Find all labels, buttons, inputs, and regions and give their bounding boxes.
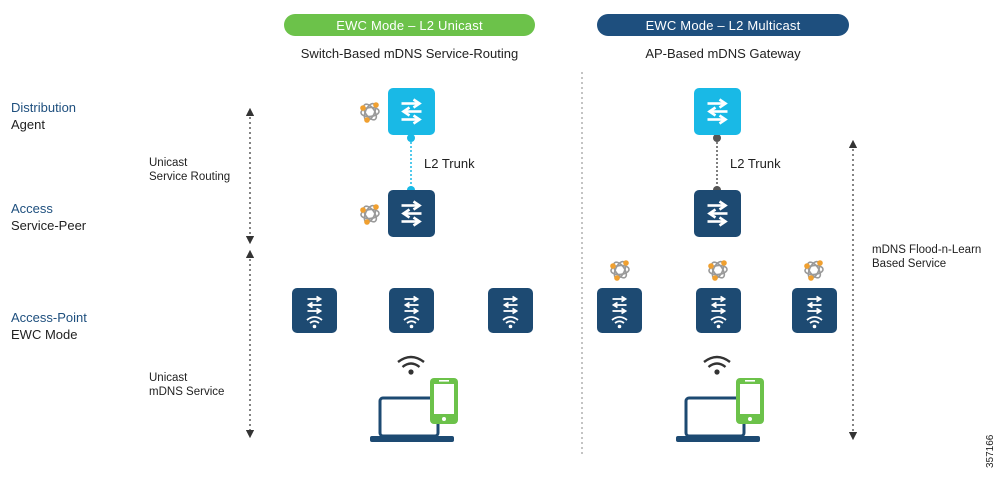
left-wifi-icon (396, 355, 426, 376)
row-access-title: Access (11, 201, 53, 216)
left-subtitle: Switch-Based mDNS Service-Routing (300, 46, 519, 61)
left-access-service-icon (359, 203, 381, 226)
flood-learn-line2: Based Service (872, 258, 947, 270)
right-ap-1 (597, 288, 642, 333)
left-trunk-dot-top (407, 134, 415, 142)
right-mode-label: EWC Mode – L2 Multicast (645, 17, 801, 33)
unicast-mdns-label: Unicast mDNS Service (149, 371, 224, 399)
right-ap-1-service-icon (609, 259, 631, 282)
right-access-switch (694, 190, 741, 237)
left-distribution-switch (388, 88, 435, 135)
left-client-devices (368, 376, 460, 444)
right-subtitle: AP-Based mDNS Gateway (645, 46, 801, 61)
row-access: Access Service-Peer (11, 200, 86, 234)
left-ap-1 (292, 288, 337, 333)
right-ap-3-service-icon (803, 259, 825, 282)
row-distribution-sub: Agent (11, 117, 45, 132)
left-distribution-service-icon (359, 101, 381, 124)
flood-learn-line1: mDNS Flood-n-Learn (872, 244, 982, 256)
flood-learn-label: mDNS Flood-n-Learn Based Service (872, 243, 981, 271)
left-access-switch (388, 190, 435, 237)
row-distribution-title: Distribution (11, 100, 77, 115)
unicast-mdns-line1: Unicast (149, 372, 188, 384)
row-access-sub: Service-Peer (11, 218, 87, 233)
right-client-devices (674, 376, 766, 444)
left-ap-2 (389, 288, 434, 333)
left-ap-3 (488, 288, 533, 333)
unicast-routing-line2: Service Routing (149, 171, 231, 183)
row-distribution: Distribution Agent (11, 99, 76, 133)
row-access-point-sub: EWC Mode (11, 327, 78, 342)
l2-trunk-left-label: L2 Trunk (424, 156, 475, 171)
left-mode-label: EWC Mode – L2 Unicast (336, 17, 483, 33)
right-trunk-dot-top (713, 134, 721, 142)
l2-trunk-right-label: L2 Trunk (730, 156, 781, 171)
unicast-routing-label: Unicast Service Routing (149, 156, 230, 184)
right-mode-pill: EWC Mode – L2 Multicast (597, 14, 849, 36)
right-ap-3 (792, 288, 837, 333)
right-wifi-icon (702, 355, 732, 376)
unicast-routing-line1: Unicast (149, 157, 188, 169)
row-access-point-title: Access-Point (11, 310, 87, 325)
right-ap-2 (696, 288, 741, 333)
row-access-point: Access-Point EWC Mode (11, 309, 87, 343)
right-ap-2-service-icon (707, 259, 729, 282)
right-distribution-switch (694, 88, 741, 135)
unicast-mdns-line2: mDNS Service (149, 386, 225, 398)
left-mode-pill: EWC Mode – L2 Unicast (284, 14, 535, 36)
